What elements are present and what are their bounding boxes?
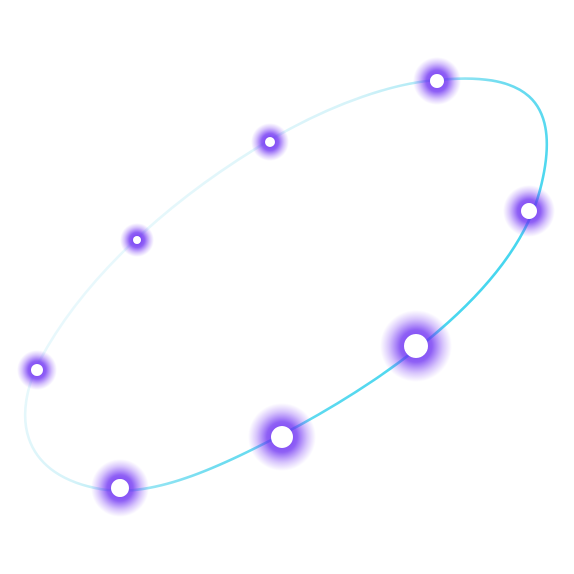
orbit-node	[413, 57, 461, 105]
orbit-node	[120, 223, 154, 257]
orbit-node	[248, 403, 316, 471]
orbit-node	[251, 123, 289, 161]
orbit-node	[380, 310, 452, 382]
orbit-nodes	[17, 57, 555, 517]
orbit-node	[91, 459, 149, 517]
orbit-node	[503, 185, 555, 237]
orbit-node	[17, 350, 57, 390]
